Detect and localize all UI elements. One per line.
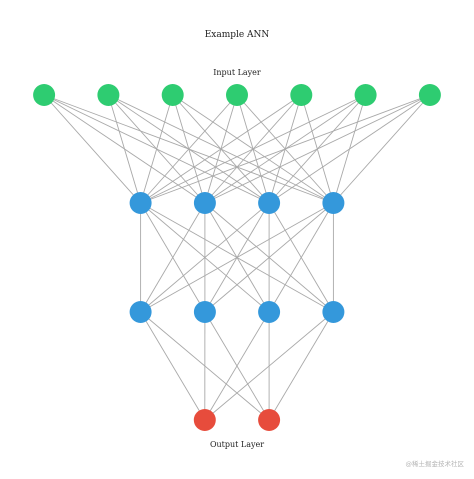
hidden1-node-2 bbox=[193, 192, 216, 214]
edge-l0-n2-to-l1-n0 bbox=[140, 94, 174, 204]
output-layer-label: Output Layer bbox=[210, 440, 264, 449]
edge-l0-n6-to-l1-n3 bbox=[333, 94, 431, 204]
edge-l0-n3-to-l1-n0 bbox=[140, 94, 238, 204]
edge-l2-n3-to-l3-n0 bbox=[204, 311, 334, 421]
nodes-group bbox=[33, 84, 441, 431]
hidden2-node-1 bbox=[129, 301, 152, 323]
watermark: @稀土掘金技术社区 bbox=[406, 459, 465, 468]
input-node-4 bbox=[226, 84, 248, 106]
edge-l0-n1-to-l1-n0 bbox=[107, 94, 142, 204]
input-layer-label: Input Layer bbox=[213, 68, 261, 77]
edge-l0-n6-to-l1-n2 bbox=[268, 94, 431, 204]
input-node-3 bbox=[161, 84, 184, 106]
edge-l0-n4-to-l1-n0 bbox=[140, 94, 302, 204]
hidden1-node-3 bbox=[258, 192, 281, 214]
hidden1-node-4 bbox=[322, 192, 345, 214]
edge-l0-n6-to-l1-n1 bbox=[204, 94, 431, 204]
edge-l2-n2-to-l3-n0 bbox=[204, 311, 270, 421]
edge-l2-n3-to-l3-n1 bbox=[268, 311, 334, 421]
input-node-7 bbox=[418, 84, 441, 106]
edge-l1-n3-to-l2-n2 bbox=[268, 202, 334, 313]
hidden2-node-4 bbox=[322, 301, 345, 323]
hidden1-node-1 bbox=[129, 192, 152, 214]
edge-l1-n2-to-l2-n0 bbox=[140, 202, 270, 313]
edge-l0-n6-to-l1-n0 bbox=[140, 94, 431, 204]
edge-l1-n3-to-l2-n1 bbox=[204, 202, 334, 313]
edges-group bbox=[43, 94, 431, 421]
output-node-2 bbox=[258, 409, 281, 431]
edge-l2-n0-to-l3-n0 bbox=[140, 311, 206, 421]
edge-l1-n3-to-l2-n0 bbox=[140, 202, 334, 313]
input-node-2 bbox=[97, 84, 120, 106]
edge-l1-n1-to-l2-n0 bbox=[140, 202, 206, 313]
edge-l0-n0-to-l1-n0 bbox=[43, 94, 141, 204]
hidden2-node-3 bbox=[258, 301, 281, 323]
diagram-title: Example ANN bbox=[205, 30, 270, 40]
edge-l0-n5-to-l1-n0 bbox=[140, 94, 366, 204]
hidden2-node-2 bbox=[193, 301, 216, 323]
input-node-1 bbox=[33, 84, 56, 106]
input-node-6 bbox=[354, 84, 377, 106]
input-node-5 bbox=[290, 84, 313, 106]
output-node-1 bbox=[193, 409, 216, 431]
